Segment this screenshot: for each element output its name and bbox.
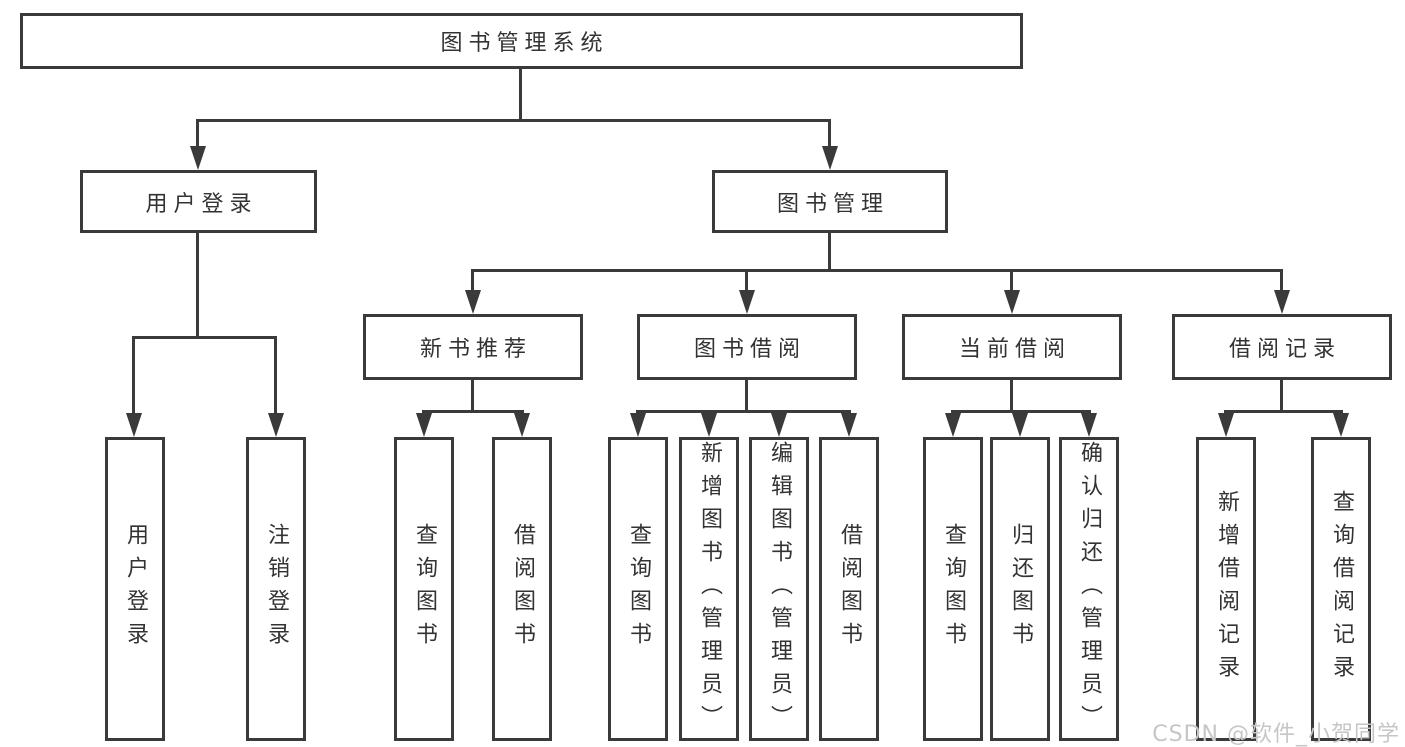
arrow-down-icon <box>1333 413 1349 437</box>
node-borrowing-records-label: 借阅记录 <box>1228 337 1341 362</box>
leaf-return-book-label: 归还图书 <box>1008 523 1033 655</box>
node-book-borrowing: 图书借阅 <box>637 314 857 380</box>
connector-line <box>745 380 748 413</box>
leaf-query-books-recommend: 查询图书 <box>394 437 454 741</box>
connector-line <box>196 119 831 122</box>
connector-line <box>1280 269 1283 293</box>
leaf-edit-book-admin: 编辑图书（管理员） <box>749 437 809 741</box>
leaf-borrow-books-recommend: 借阅图书 <box>492 437 552 741</box>
arrow-down-icon <box>1004 290 1020 314</box>
leaf-logout-label: 注销登录 <box>264 523 289 655</box>
connector-line <box>471 269 474 293</box>
leaf-borrow-books-borrowing-label: 借阅图书 <box>837 523 862 655</box>
leaf-confirm-return-admin-label: 确认归还（管理员） <box>1077 440 1102 738</box>
connector-line <box>1010 269 1013 293</box>
connector-line <box>1224 410 1343 413</box>
node-new-book-recommend: 新书推荐 <box>363 314 583 380</box>
connector-line <box>132 336 277 339</box>
leaf-borrow-books-borrowing: 借阅图书 <box>819 437 879 741</box>
arrow-down-icon <box>945 413 961 437</box>
arrow-down-icon <box>1218 413 1234 437</box>
arrow-down-icon <box>739 290 755 314</box>
arrow-down-icon <box>268 413 284 437</box>
arrow-down-icon <box>126 413 142 437</box>
leaf-query-borrow-record-label: 查询借阅记录 <box>1329 490 1354 688</box>
connector-line <box>471 269 1283 272</box>
leaf-query-books-current: 查询图书 <box>923 437 983 741</box>
connector-line <box>951 410 1091 413</box>
connector-line <box>471 380 474 413</box>
connector-line <box>1280 380 1283 413</box>
node-book-management: 图书管理 <box>712 170 948 233</box>
leaf-query-books-recommend-label: 查询图书 <box>412 523 437 655</box>
leaf-borrow-books-recommend-label: 借阅图书 <box>510 523 535 655</box>
leaf-query-borrow-record: 查询借阅记录 <box>1311 437 1371 741</box>
leaf-query-books-borrowing-label: 查询图书 <box>626 523 651 655</box>
arrow-down-icon <box>630 413 646 437</box>
connector-line <box>422 410 524 413</box>
arrow-down-icon <box>1274 290 1290 314</box>
leaf-confirm-return-admin: 确认归还（管理员） <box>1059 437 1119 741</box>
arrow-down-icon <box>514 413 530 437</box>
arrow-down-icon <box>822 146 838 170</box>
connector-line <box>828 119 831 147</box>
leaf-query-books-borrowing: 查询图书 <box>608 437 668 741</box>
leaf-user-login-label: 用户登录 <box>123 523 148 655</box>
node-book-borrowing-label: 图书借阅 <box>693 337 806 362</box>
node-current-borrowing: 当前借阅 <box>902 314 1122 380</box>
leaf-user-login: 用户登录 <box>105 437 165 741</box>
csdn-watermark: CSDN @软件_小贺同学 <box>1152 722 1400 747</box>
leaf-edit-book-admin-label: 编辑图书（管理员） <box>767 440 792 738</box>
leaf-add-borrow-record: 新增借阅记录 <box>1196 437 1256 741</box>
arrow-down-icon <box>416 413 432 437</box>
arrow-down-icon <box>701 413 717 437</box>
node-user-login: 用户登录 <box>80 170 317 233</box>
node-user-login-label: 用户登录 <box>145 191 258 217</box>
leaf-return-book: 归还图书 <box>990 437 1050 741</box>
node-borrowing-records: 借阅记录 <box>1172 314 1392 380</box>
leaf-add-borrow-record-label: 新增借阅记录 <box>1214 490 1239 688</box>
connector-line <box>1010 380 1013 413</box>
arrow-down-icon <box>1081 413 1097 437</box>
leaf-query-books-current-label: 查询图书 <box>941 523 966 655</box>
arrow-down-icon <box>465 290 481 314</box>
connector-line <box>519 69 522 122</box>
node-current-borrowing-label: 当前借阅 <box>958 337 1071 362</box>
arrow-down-icon <box>1012 413 1028 437</box>
arrow-down-icon <box>841 413 857 437</box>
node-library-system-label: 图书管理系统 <box>440 31 609 56</box>
connector-line <box>828 233 831 272</box>
node-book-management-label: 图书管理 <box>776 191 889 217</box>
leaf-add-book-admin: 新增图书（管理员） <box>679 437 739 741</box>
arrow-down-icon <box>190 146 206 170</box>
connector-line <box>636 410 851 413</box>
connector-line <box>196 233 199 339</box>
arrow-down-icon <box>771 413 787 437</box>
node-new-book-recommend-label: 新书推荐 <box>419 337 532 362</box>
connector-line <box>132 336 135 414</box>
node-library-system: 图书管理系统 <box>20 13 1023 69</box>
leaf-logout: 注销登录 <box>246 437 306 741</box>
connector-line <box>274 336 277 414</box>
leaf-add-book-admin-label: 新增图书（管理员） <box>697 440 722 738</box>
connector-line <box>745 269 748 293</box>
connector-line <box>196 119 199 147</box>
